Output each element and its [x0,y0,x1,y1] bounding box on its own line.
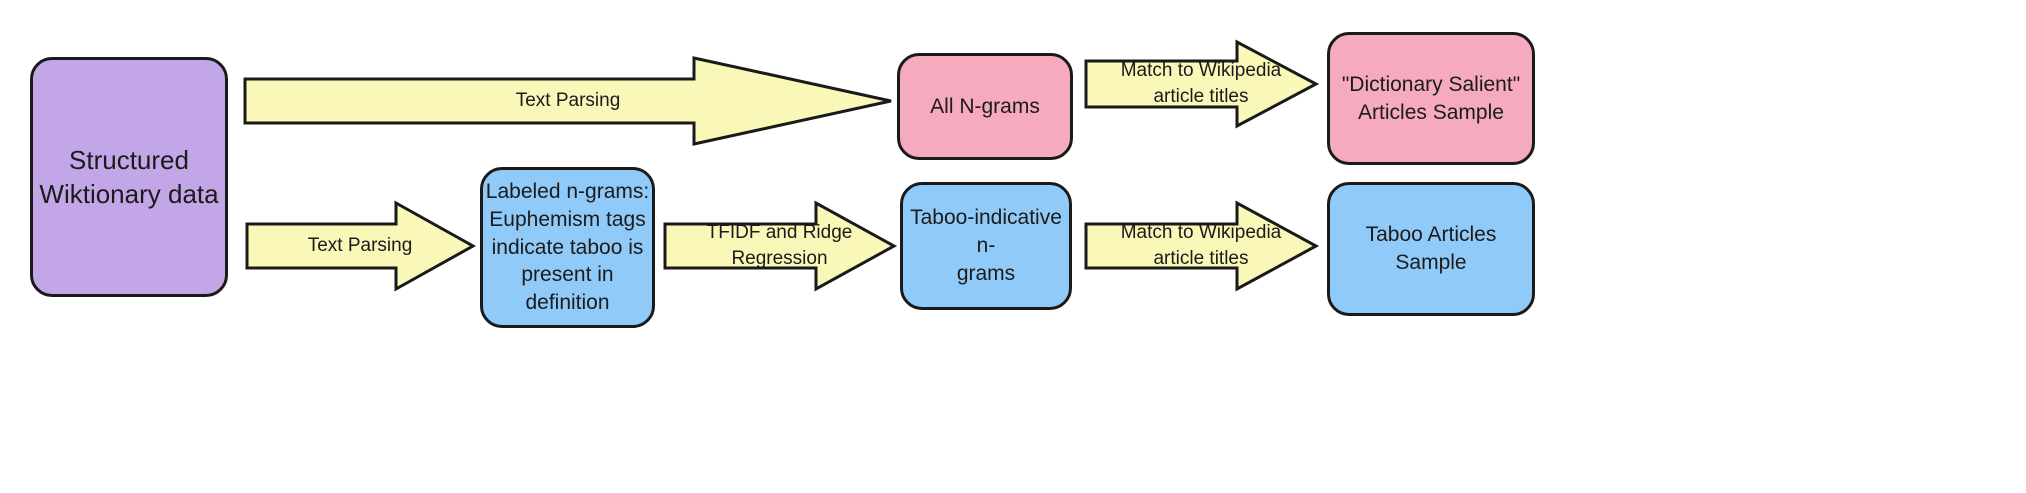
arrow-text-parsing-bottom[interactable]: Text Parsing [246,196,474,296]
node-structured-wiktionary[interactable]: Structured Wiktionary data [30,57,228,297]
arrow-text-parsing-top[interactable]: Text Parsing [244,51,892,151]
node-taboo-indicative-ngrams[interactable]: Taboo-indicative n- grams [900,182,1072,310]
arrow-shape-icon [664,196,895,296]
arrow-shape-icon [244,51,892,151]
arrow-match-to-wikipedia-top[interactable]: Match to Wikipedia article titles [1085,39,1317,129]
node-taboo-articles-sample[interactable]: Taboo Articles Sample [1327,182,1535,316]
arrow-shape-icon [246,196,474,296]
arrow-shape-icon [1085,39,1317,129]
node-dictionary-salient-articles-sample[interactable]: "Dictionary Salient" Articles Sample [1327,32,1535,165]
arrow-shape-icon [1085,196,1317,296]
arrow-match-to-wikipedia-bottom[interactable]: Match to Wikipedia article titles [1085,196,1317,296]
node-all-ngrams[interactable]: All N-grams [897,53,1073,160]
node-labeled-ngrams[interactable]: Labeled n-grams: Euphemism tags indicate… [480,167,655,328]
arrow-tfidf-ridge-regression[interactable]: TFIDF and Ridge Regression [664,196,895,296]
